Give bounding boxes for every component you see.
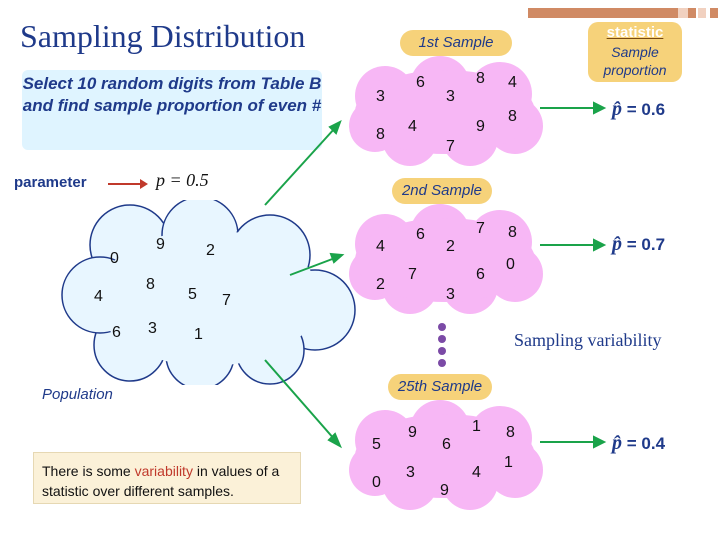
sample-cloud-25 — [349, 400, 543, 510]
p-hat-value: = 0.7 — [626, 235, 666, 254]
sample-digit: 6 — [416, 74, 425, 91]
note-text-start: There is some — [42, 463, 135, 479]
p-hat-value: = 0.4 — [626, 434, 666, 453]
sample-label-25: 25th Sample — [388, 374, 492, 400]
sample-digit: 5 — [372, 436, 381, 453]
sample-digit: 7 — [446, 138, 455, 155]
population-digit: 9 — [156, 236, 165, 253]
sample-digit: 8 — [508, 224, 517, 241]
sample-digit: 9 — [476, 118, 485, 135]
sample-cloud-1 — [349, 56, 543, 166]
sample-digit: 4 — [472, 464, 481, 481]
population-digit: 0 — [110, 250, 119, 267]
sample-digit: 3 — [446, 286, 455, 303]
population-digit: 8 — [146, 276, 155, 293]
sample-digit: 8 — [508, 108, 517, 125]
sample-digit: 7 — [476, 220, 485, 237]
sample-label-1: 1st Sample — [400, 30, 512, 56]
sample-digit: 6 — [442, 436, 451, 453]
sample-label-2: 2nd Sample — [392, 178, 492, 204]
note-text-end: in values of a statistic over different … — [42, 463, 280, 499]
sample-digit: 4 — [408, 118, 417, 135]
sample-digit: 7 — [408, 266, 417, 283]
sample-proportion-25: p̂ = 0.4 — [612, 432, 665, 455]
p-hat-symbol: p̂ — [612, 432, 622, 454]
sample-digit: 3 — [406, 464, 415, 481]
sample-digit: 8 — [506, 424, 515, 441]
sample-digit: 8 — [376, 126, 385, 143]
p-hat-value: = 0.6 — [626, 100, 666, 119]
p-hat-symbol: p̂ — [612, 233, 622, 255]
sample-cloud-2 — [349, 204, 543, 314]
population-cloud — [61, 200, 356, 385]
p-hat-symbol: p̂ — [612, 98, 622, 120]
population-digit: 2 — [206, 242, 215, 259]
parameter-arrow — [108, 179, 148, 189]
sample-digit: 1 — [504, 454, 513, 471]
population-digit: 3 — [148, 320, 157, 337]
sample-digit: 9 — [440, 482, 449, 499]
sample-digit: 4 — [376, 238, 385, 255]
population-digit: 6 — [112, 324, 121, 341]
sample-proportion-2: p̂ = 0.7 — [612, 233, 665, 256]
population-label: Population — [42, 386, 113, 403]
statistic-description: Sample proportion — [603, 44, 667, 78]
sample-digit: 3 — [446, 88, 455, 105]
sample-digit: 1 — [472, 418, 481, 435]
sample-digit: 2 — [376, 276, 385, 293]
variability-note: There is some variability in values of a… — [33, 452, 301, 504]
population-digit: 7 — [222, 292, 231, 309]
population-digit: 5 — [188, 286, 197, 303]
population-digit: 4 — [94, 288, 103, 305]
sample-digit: 2 — [446, 238, 455, 255]
sample-digit: 6 — [416, 226, 425, 243]
instruction-box: Select 10 random digits from Table B and… — [22, 70, 322, 150]
sample-digit: 9 — [408, 424, 417, 441]
statistic-label: statistic — [606, 24, 664, 41]
sample-digit: 6 — [476, 266, 485, 283]
sample-digit: 0 — [372, 474, 381, 491]
population-digit: 1 — [194, 326, 203, 343]
statistic-callout: statistic Sample proportion — [588, 22, 682, 82]
sampling-variability-label: Sampling variability — [514, 330, 662, 350]
sample-digit: 4 — [508, 74, 517, 91]
ellipsis-dots — [438, 323, 446, 367]
sample-proportion-1: p̂ = 0.6 — [612, 98, 665, 121]
parameter-value: p = 0.5 — [156, 170, 209, 190]
note-highlight: variability — [134, 463, 193, 479]
sample-digit: 3 — [376, 88, 385, 105]
sample-digit: 0 — [506, 256, 515, 273]
sample-digit: 8 — [476, 70, 485, 87]
slide-title: Sampling Distribution — [20, 18, 306, 54]
header-accent-bar — [528, 8, 718, 18]
parameter-label: parameter — [14, 174, 87, 191]
